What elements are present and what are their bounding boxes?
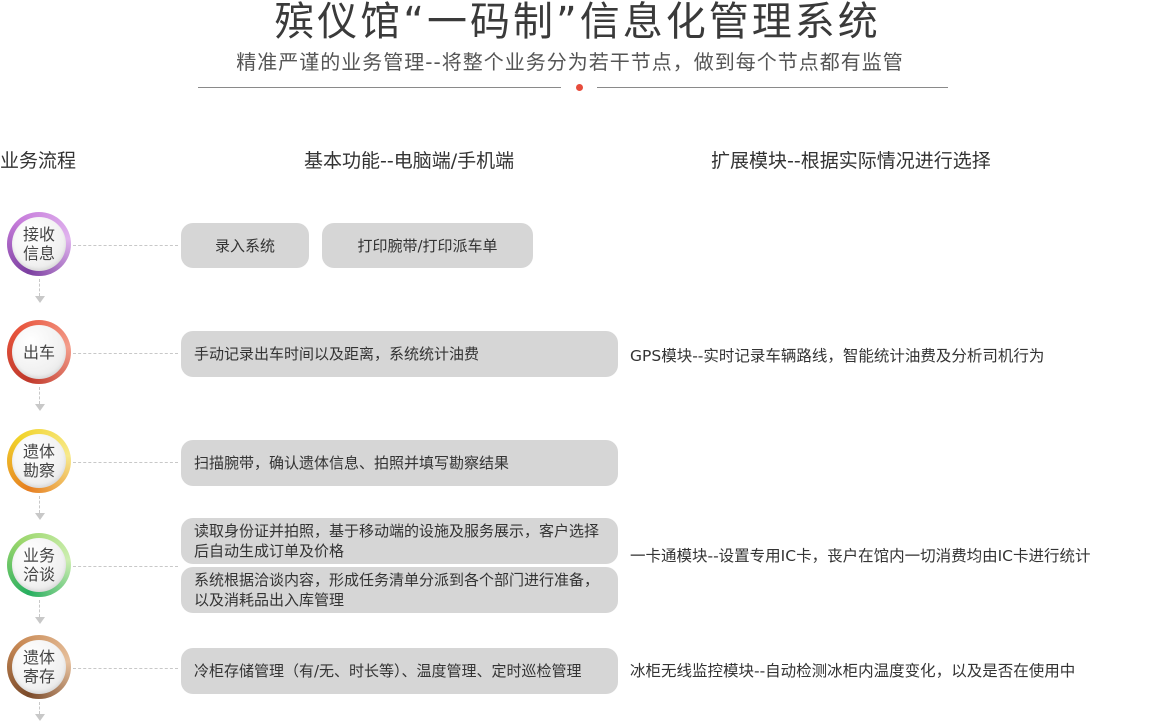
- step-label: 遗体寄存: [22, 648, 55, 686]
- step-label: 出车: [22, 342, 55, 362]
- flow-connector: [39, 279, 40, 296]
- function-pill: 系统根据洽谈内容，形成任务清单分派到各个部门进行准备，以及消耗品出入库管理: [181, 567, 618, 613]
- column-header-basic: 基本功能--电脑端/手机端: [304, 150, 515, 172]
- flow-arrow-icon: [35, 404, 45, 411]
- extension-module: 冰柜无线监控模块--自动检测冰柜内温度变化，以及是否在使用中: [630, 662, 1076, 680]
- extension-module: 一卡通模块--设置专用IC卡，丧户在馆内一切消费均由IC卡进行统计: [630, 547, 1091, 565]
- column-header-process: 业务流程: [0, 150, 77, 172]
- flow-connector: [39, 496, 40, 513]
- step-label: 接收信息: [22, 225, 55, 263]
- function-pill: 打印腕带/打印派车单: [322, 223, 533, 268]
- flow-arrow-icon: [35, 296, 45, 303]
- divider-dot: [576, 84, 583, 91]
- step-label: 遗体勘察: [22, 442, 55, 480]
- flow-connector: [39, 702, 40, 714]
- divider-left: [198, 87, 561, 88]
- connector-dash: [73, 353, 178, 354]
- divider-right: [597, 87, 948, 88]
- step-label: 业务洽谈: [22, 546, 55, 584]
- page-title: 殡仪馆“一码制”信息化管理系统: [274, 0, 881, 45]
- page-subtitle: 精准严谨的业务管理--将整个业务分为若干节点，做到每个节点都有监管: [236, 50, 904, 74]
- step-node-dispatch: 出车: [7, 320, 71, 384]
- connector-dash: [73, 462, 178, 463]
- flow-arrow-icon: [35, 617, 45, 624]
- connector-dash: [73, 245, 178, 246]
- step-node-negotiation: 业务洽谈: [7, 533, 71, 597]
- step-node-receive-info: 接收信息: [7, 212, 71, 276]
- function-pill: 冷柜存储管理（有/无、时长等）、温度管理、定时巡检管理: [181, 648, 618, 694]
- connector-dash: [73, 566, 178, 567]
- column-header-extension: 扩展模块--根据实际情况进行选择: [711, 150, 991, 172]
- flow-arrow-icon: [35, 513, 45, 520]
- connector-dash: [73, 668, 178, 669]
- step-node-storage: 遗体寄存: [7, 635, 71, 699]
- step-node-inspection: 遗体勘察: [7, 429, 71, 493]
- function-pill: 扫描腕带，确认遗体信息、拍照并填写勘察结果: [181, 440, 618, 486]
- extension-module: GPS模块--实时记录车辆路线，智能统计油费及分析司机行为: [630, 347, 1045, 365]
- flow-arrow-icon: [35, 714, 45, 721]
- function-pill: 录入系统: [181, 223, 309, 268]
- flow-connector: [39, 387, 40, 404]
- function-pill: 手动记录出车时间以及距离，系统统计油费: [181, 331, 618, 377]
- flow-connector: [39, 600, 40, 617]
- function-pill: 读取身份证并拍照，基于移动端的设施及服务展示，客户选择后自动生成订单及价格: [181, 518, 618, 564]
